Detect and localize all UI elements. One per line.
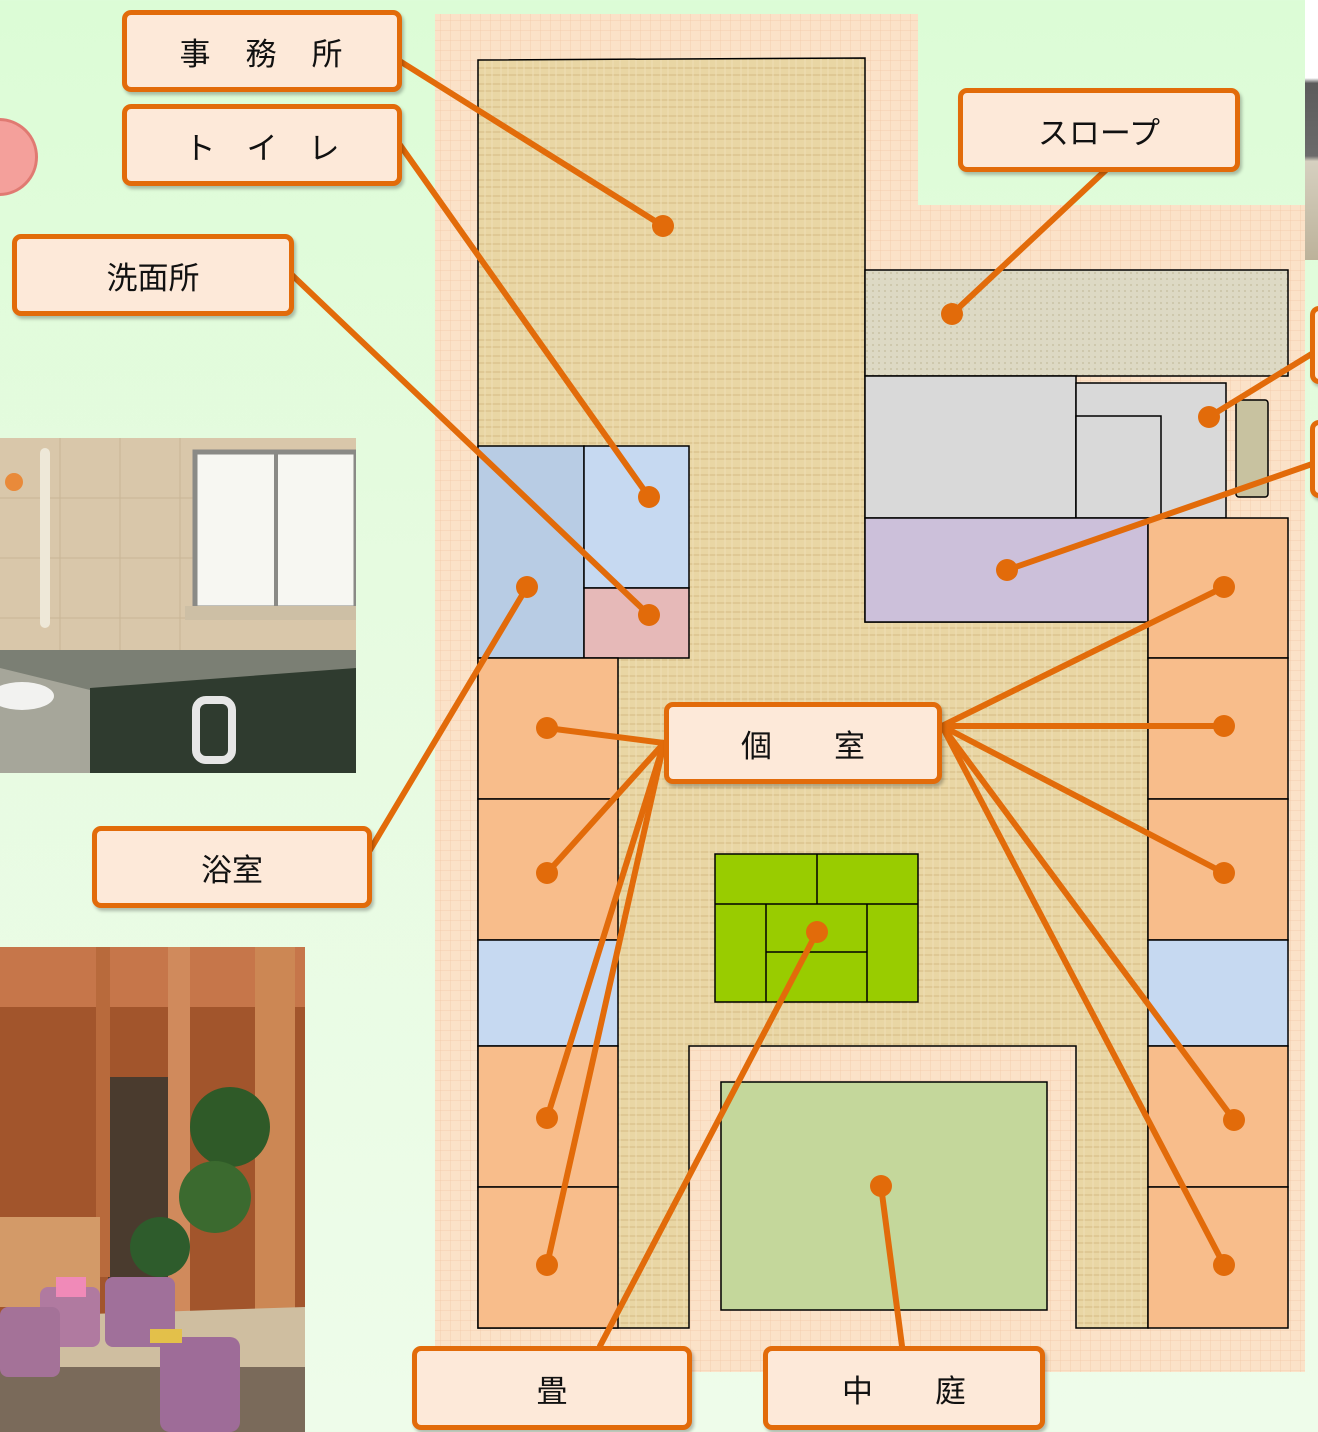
- label-bath: 浴室: [92, 826, 372, 908]
- bath-room: [477, 445, 585, 659]
- label-courtyard: 中 庭: [763, 1346, 1045, 1430]
- bathroom-photo: [0, 438, 356, 773]
- label-tatami: 畳: [412, 1346, 692, 1430]
- label-slope: スロープ: [958, 88, 1240, 172]
- bathroom-photo-art: [0, 438, 356, 773]
- label-stub-upper: [1310, 306, 1318, 384]
- photo-strip: [1305, 0, 1318, 260]
- label-stub-lower: [1310, 420, 1318, 498]
- leader-lines: [289, 57, 1318, 1349]
- label-office: 事 務 所: [122, 10, 402, 92]
- washroom-room: [583, 587, 690, 659]
- dining-room-photo: [0, 947, 305, 1432]
- left-private-rooms: [477, 657, 619, 1329]
- label-toilet: ト イ レ: [122, 104, 402, 186]
- slope-area: [864, 269, 1289, 377]
- dining-photo-art: [0, 947, 305, 1432]
- toilet-room: [583, 445, 690, 589]
- grey-rooms: [864, 375, 1269, 519]
- label-private-room: 個 室: [664, 702, 942, 784]
- label-washroom: 洗面所: [12, 234, 294, 316]
- right-private-rooms: [1147, 517, 1289, 1329]
- leader-dots: [516, 215, 1245, 1276]
